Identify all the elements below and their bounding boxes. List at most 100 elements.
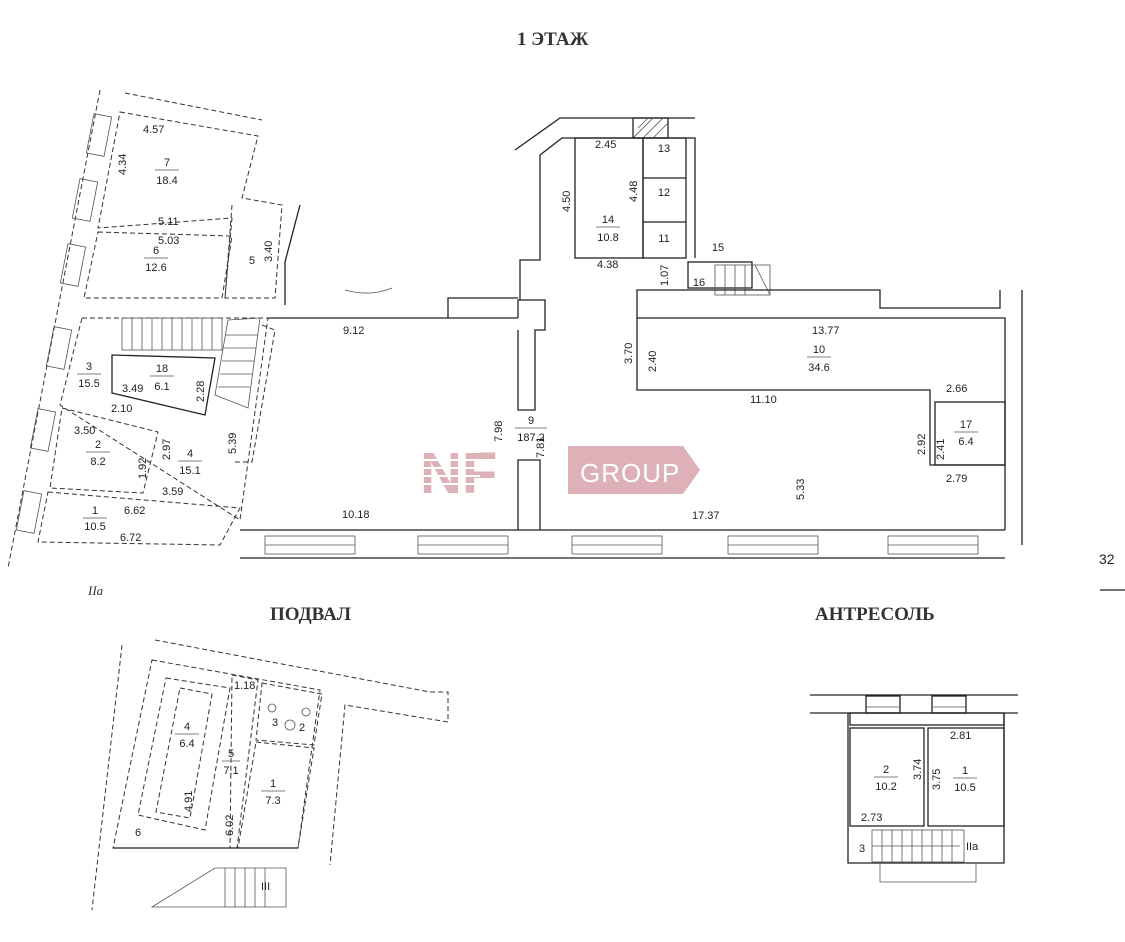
svg-text:2.66: 2.66 [946,383,967,395]
svg-text:10.5: 10.5 [954,782,975,794]
room-12-number: 12 [658,187,670,199]
room-label: 110.5 [83,505,107,533]
svg-text:7.81: 7.81 [535,437,547,458]
svg-text:3.59: 3.59 [162,486,183,498]
svg-text:3.40: 3.40 [263,241,275,262]
svg-text:4: 4 [184,721,190,733]
svg-text:5: 5 [228,748,234,760]
room-label: 28.2 [86,439,110,468]
dimension: 2.73 [861,812,882,824]
room-label: 46.4 [175,721,199,750]
room-6-number: 6 [135,827,141,839]
windows-left [15,113,113,534]
stair-top [121,317,223,351]
svg-text:1: 1 [92,505,98,517]
svg-text:34.6: 34.6 [808,362,829,374]
room-5-number: 5 [249,255,255,267]
door-swing [284,204,301,305]
room-label: 718.4 [155,157,179,187]
svg-text:6.4: 6.4 [179,738,194,750]
svg-text:187.2: 187.2 [517,432,545,444]
svg-text:GROUP: GROUP [580,458,680,488]
svg-text:15.1: 15.1 [179,465,200,477]
svg-text:4.50: 4.50 [561,191,573,212]
svg-text:2.97: 2.97 [161,439,173,460]
svg-text:9: 9 [528,415,534,427]
svg-text:8.2: 8.2 [90,456,105,468]
stair-side [214,317,261,409]
svg-text:10.5: 10.5 [84,521,105,533]
room-7 [97,111,283,299]
room-1 [37,491,241,546]
dimension: 3.75 [931,769,943,790]
room-15 [687,261,753,289]
wall-5-39 [232,324,276,463]
svg-text:7: 7 [164,157,170,169]
svg-text:2.41: 2.41 [935,439,947,460]
room-label: 110.5 [953,765,977,794]
room-2-number: 2 [299,722,305,734]
dimension-labels: 4.57 4.34 5.11 5.03 3.40 9.12 3.49 2.28 … [74,124,967,544]
inner-wall [519,155,541,300]
svg-text:6.72: 6.72 [120,532,141,544]
room-16-number: 16 [693,277,705,289]
room-17 [934,401,1006,466]
title-mezzanine: АНТРЕСОЛЬ [815,604,935,625]
svg-text:10.8: 10.8 [597,232,618,244]
svg-text:6.4: 6.4 [958,436,973,448]
stair-mark: III [261,881,270,893]
svg-text:1.07: 1.07 [659,265,671,286]
svg-text:4.38: 4.38 [597,259,618,271]
svg-text:17: 17 [960,419,972,431]
svg-text:5.33: 5.33 [795,479,807,500]
svg-text:6.62: 6.62 [124,505,145,517]
svg-text:5.11: 5.11 [158,216,179,228]
dimension: 6.02 [224,815,236,836]
svg-text:7.3: 7.3 [265,795,280,807]
svg-text:13.77: 13.77 [812,325,840,337]
room-13-number: 13 [658,143,670,155]
svg-text:4.34: 4.34 [117,154,129,175]
mezzanine-stair [871,829,965,863]
room-15-number: 15 [712,242,724,254]
room-4 [155,687,213,819]
svg-text:4.57: 4.57 [143,124,164,136]
room-label: 612.6 [144,245,168,274]
room-2-3 [255,682,323,746]
door-arc [344,287,393,294]
room-label: 57.1 [222,748,240,777]
room-18 [111,354,216,416]
dimension: 3.74 [912,759,924,780]
hatch [931,695,967,714]
svg-text:7.1: 7.1 [223,765,238,777]
svg-text:12.6: 12.6 [145,262,166,274]
hatch [632,117,669,139]
svg-text:3: 3 [86,361,92,373]
stair-mark: IIa [966,841,979,853]
watermark-logo: NF GROUP [420,441,700,506]
svg-text:4: 4 [187,448,193,460]
mezzanine-plan: IIa 110.5 210.2 3 2.81 3.74 3.75 2.73 [810,694,1018,883]
svg-text:3.50: 3.50 [74,425,95,437]
svg-text:9.12: 9.12 [343,325,364,337]
svg-text:10.2: 10.2 [875,781,896,793]
room-label: 9 187.2 [515,415,547,444]
hatch [865,695,901,714]
svg-text:2.45: 2.45 [595,139,616,151]
room-11-number: 11 [658,233,669,245]
room-label: 17.3 [261,778,285,807]
svg-text:2: 2 [95,439,101,451]
section-mark: IIa [87,583,104,598]
room-3-number: 3 [272,717,278,729]
svg-text:6: 6 [153,245,159,257]
svg-text:1.92: 1.92 [137,458,149,479]
svg-text:2.28: 2.28 [195,381,207,402]
svg-text:10: 10 [813,344,825,356]
room-10-outer [636,289,1001,318]
svg-text:2: 2 [883,764,889,776]
svg-text:2.79: 2.79 [946,473,967,485]
room-label: 315.5 [77,361,101,390]
outer-wall [154,639,449,866]
